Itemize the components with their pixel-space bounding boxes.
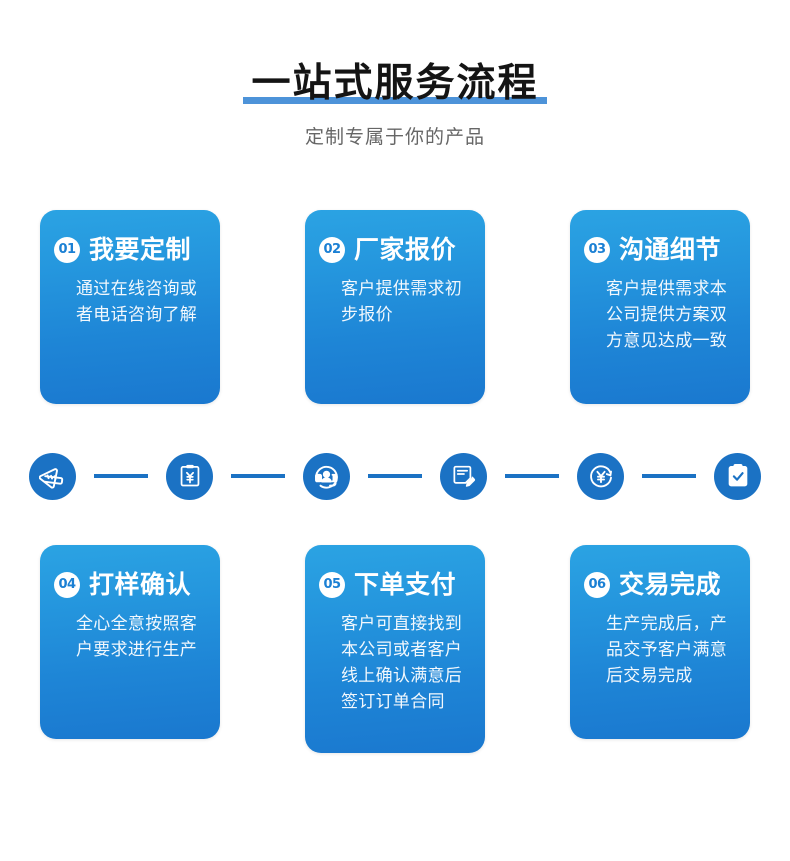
step-card-02[interactable]: 02 厂家报价 客户提供需求初步报价 [305,210,485,404]
step-card-row-top: 01 我要定制 通过在线咨询或者电话咨询了解 02 厂家报价 客户提供需求初步报… [0,210,790,404]
connector-line [505,474,559,478]
step-title: 下单支付 [354,570,457,599]
step-description: 通过在线咨询或者电话咨询了解 [76,279,198,325]
step-card-header: 01 我要定制 [54,236,204,264]
step-title: 打样确认 [89,570,192,599]
page-subtitle: 定制专属于你的产品 [304,126,485,148]
clipboard-check-icon [714,452,761,500]
yen-circle-icon [577,452,624,500]
clipboard-yen-icon [166,452,213,500]
contract-pen-icon [440,452,487,500]
step-number-badge: 04 [54,572,80,598]
step-card-03[interactable]: 03 沟通细节 客户提供需求本公司提供方案双方意见达成一致 [570,210,750,404]
step-card-05[interactable]: 05 下单支付 客户可直接找到本公司或者客户线上确认满意后签订订单合同 [305,545,485,753]
step-card-row-bottom: 04 打样确认 全心全意按照客户要求进行生产 05 下单支付 客户可直接找到本公… [0,545,790,753]
step-card-header: 02 厂家报价 [319,236,469,264]
step-card-header: 04 打样确认 [54,571,204,599]
step-description: 全心全意按照客户要求进行生产 [76,614,198,660]
step-number-badge: 01 [54,237,80,263]
step-card-04[interactable]: 04 打样确认 全心全意按照客户要求进行生产 [40,545,220,739]
connector-line [368,474,422,478]
step-description: 客户提供需求初步报价 [341,279,463,325]
step-card-header: 05 下单支付 [319,571,469,599]
step-card-header: 03 沟通细节 [584,236,734,264]
connector-line [94,474,148,478]
step-description: 生产完成后，产品交予客户满意后交易完成 [606,614,728,686]
title-underline-bar [243,97,547,104]
step-description: 客户可直接找到本公司或者客户线上确认满意后签订订单合同 [341,614,463,712]
page-title-text: 一站式服务流程 [251,61,539,106]
step-description: 客户提供需求本公司提供方案双方意见达成一致 [606,279,728,351]
ruler-pencil-icon [29,452,76,500]
step-number-badge: 06 [584,572,610,598]
step-title: 沟通细节 [619,235,722,264]
connector-line [231,474,285,478]
step-card-06[interactable]: 06 交易完成 生产完成后，产品交予客户满意后交易完成 [570,545,750,739]
page-header: 一站式服务流程 定制专属于你的产品 [0,58,790,150]
step-card-01[interactable]: 01 我要定制 通过在线咨询或者电话咨询了解 [40,210,220,404]
step-number-badge: 02 [319,237,345,263]
step-card-header: 06 交易完成 [584,571,734,599]
step-number-badge: 05 [319,572,345,598]
connector-line [642,474,696,478]
headset-icon [303,452,350,500]
step-title: 厂家报价 [354,235,457,264]
step-title: 我要定制 [89,235,192,264]
step-title: 交易完成 [619,570,722,599]
page-title: 一站式服务流程 [243,58,547,110]
step-number-badge: 03 [584,237,610,263]
process-icon-strip [29,452,761,500]
